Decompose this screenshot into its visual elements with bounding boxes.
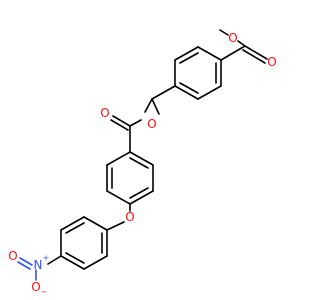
bond-ring3-d	[60, 255, 85, 270]
bond-n-o-double-a	[19, 257, 33, 266]
bond-ring2-a	[106, 151, 131, 166]
atom-o-ether-methyl: O	[228, 31, 237, 45]
bond-ring1-d	[174, 85, 199, 100]
atom-o-carbonyl-top: O	[267, 55, 276, 69]
bond-carbonyl-c-o-double-a	[244, 45, 268, 60]
bond-ring1-a	[197, 46, 222, 61]
bond-methyl-o	[219, 29, 229, 36]
bond-carbonyl-c-ring	[220, 45, 246, 61]
atom-o-nitro-minus: O	[31, 280, 40, 294]
bonds	[17, 29, 268, 281]
bond-ring3-b	[60, 216, 85, 231]
bond-ring1-b	[174, 46, 199, 61]
bond-ester-c-odouble-a	[112, 115, 131, 127]
bond-ring2-inner-c	[129, 157, 149, 169]
bond-ring1-e	[197, 85, 222, 100]
bond-ring3-a	[83, 216, 108, 231]
bond-ester-c-odouble-b	[110, 119, 129, 131]
bond-ring1-inner-a	[179, 52, 199, 64]
atom-o-nitro-double: O	[8, 249, 17, 263]
atom-o-carbonyl-mid: O	[100, 106, 109, 120]
atom-o-diaryl-ether: O	[125, 210, 134, 224]
bond-o-carbonyl-c	[237, 40, 246, 47]
bond-o-ring3	[106, 221, 125, 231]
bond-ring2-f	[129, 151, 154, 166]
molecule-diagram: O O O O O N + O − O	[8, 29, 277, 297]
bond-ring3-inner-b	[65, 252, 85, 264]
bond-ch2-o	[151, 98, 160, 115]
bond-ring2-inner-b	[129, 187, 149, 199]
bond-n-o-double-b	[17, 261, 31, 270]
charge-o-minus: −	[41, 288, 48, 297]
structure-canvas: O O O O O N + O − O	[8, 29, 277, 297]
bond-ring1-inner-b	[179, 82, 199, 94]
bond-ring2-c	[106, 190, 131, 205]
bond-ring2-d	[129, 190, 154, 205]
atom-o-ester-benzyl: O	[147, 117, 156, 131]
bond-ring3-n	[47, 255, 62, 265]
charge-n-plus: +	[43, 254, 50, 263]
bond-carbonyl-c-o-double-b	[242, 49, 266, 64]
bond-ring1-ch2	[151, 85, 176, 100]
bond-ring3-e	[83, 255, 108, 270]
atom-labels: O O O O O N + O − O	[8, 31, 276, 297]
atom-n-nitro: N	[34, 258, 43, 272]
bond-o-ester-c	[129, 119, 142, 127]
bond-ch2-o-red	[144, 98, 153, 113]
bond-ring3-inner-a	[65, 222, 85, 234]
